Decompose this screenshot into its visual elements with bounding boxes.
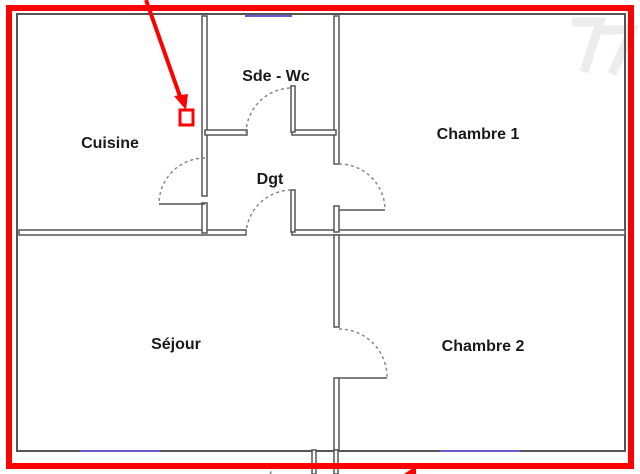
- red-arrow-icon: [144, 0, 188, 110]
- room-label-chambre-2: Chambre 2: [442, 338, 525, 355]
- bottom-red-arrow-icon: [404, 466, 416, 474]
- door-swings: [158, 87, 388, 474]
- marker-square-icon: [178, 108, 195, 127]
- room-label-cuisine: Cuisine: [81, 135, 139, 152]
- interior-walls: [16, 13, 626, 474]
- windows: [80, 15, 520, 452]
- room-label-sde-wc: Sde - Wc: [242, 68, 310, 85]
- room-label-dgt: Dgt: [257, 171, 284, 188]
- red-boundary: [6, 5, 634, 469]
- room-label-sejour: Séjour: [151, 336, 201, 353]
- room-label-chambre-1: Chambre 1: [437, 126, 520, 143]
- watermark-logo: [572, 17, 639, 76]
